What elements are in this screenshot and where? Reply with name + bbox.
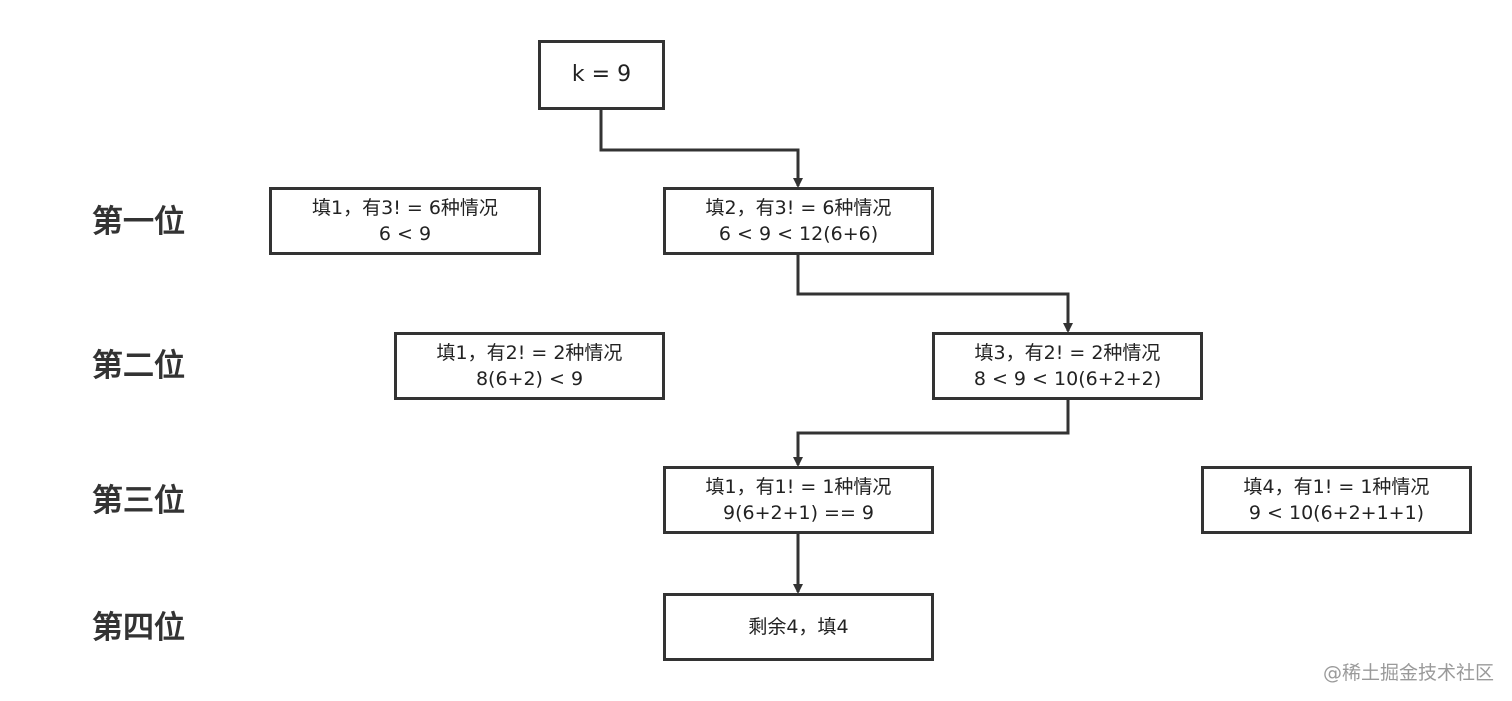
node-first-fill2: 填2，有3! = 6种情况 6 < 9 < 12(6+6) bbox=[663, 187, 934, 255]
node-third-fill4-line2: 9 < 10(6+2+1+1) bbox=[1248, 502, 1425, 524]
edge-root-to-fill2 bbox=[599, 110, 803, 188]
node-root-text: k = 9 bbox=[571, 62, 632, 87]
node-root: k = 9 bbox=[538, 40, 665, 110]
node-fourth-fill4: 剩余4，填4 bbox=[663, 593, 934, 661]
row-label-first: 第一位 bbox=[92, 204, 185, 240]
node-first-fill1-line2: 6 < 9 bbox=[378, 223, 432, 245]
node-third-fill1-line2: 9(6+2+1) == 9 bbox=[722, 502, 875, 524]
node-third-fill1-line1: 填1，有1! = 1种情况 bbox=[705, 476, 892, 498]
node-second-fill1-line1: 填1，有2! = 2种情况 bbox=[436, 342, 623, 364]
node-third-fill1: 填1，有1! = 1种情况 9(6+2+1) == 9 bbox=[663, 466, 934, 534]
node-second-fill3-line1: 填3，有2! = 2种情况 bbox=[974, 342, 1161, 364]
node-first-fill2-line2: 6 < 9 < 12(6+6) bbox=[718, 223, 879, 245]
node-first-fill1-line1: 填1，有3! = 6种情况 bbox=[312, 197, 498, 219]
node-second-fill3-line2: 8 < 9 < 10(6+2+2) bbox=[973, 368, 1162, 390]
node-fourth-fill4-text: 剩余4，填4 bbox=[748, 616, 849, 638]
node-first-fill2-line1: 填2，有3! = 6种情况 bbox=[705, 197, 892, 219]
row-label-fourth: 第四位 bbox=[92, 610, 185, 646]
node-second-fill1: 填1，有2! = 2种情况 8(6+2) < 9 bbox=[394, 332, 665, 400]
node-second-fill3: 填3，有2! = 2种情况 8 < 9 < 10(6+2+2) bbox=[932, 332, 1203, 400]
edge-fill3-to-fill1 bbox=[793, 399, 1070, 467]
edge-fill2-to-fill3 bbox=[796, 255, 1073, 333]
row-label-third: 第三位 bbox=[92, 483, 185, 519]
watermark: @稀土掘金技术社区 bbox=[1322, 662, 1494, 684]
node-third-fill4: 填4，有1! = 1种情况 9 < 10(6+2+1+1) bbox=[1201, 466, 1472, 534]
node-second-fill1-line2: 8(6+2) < 9 bbox=[475, 368, 584, 390]
row-label-second: 第二位 bbox=[92, 348, 185, 384]
node-third-fill4-line1: 填4，有1! = 1种情况 bbox=[1243, 476, 1430, 498]
node-first-fill1: 填1，有3! = 6种情况 6 < 9 bbox=[269, 187, 541, 255]
